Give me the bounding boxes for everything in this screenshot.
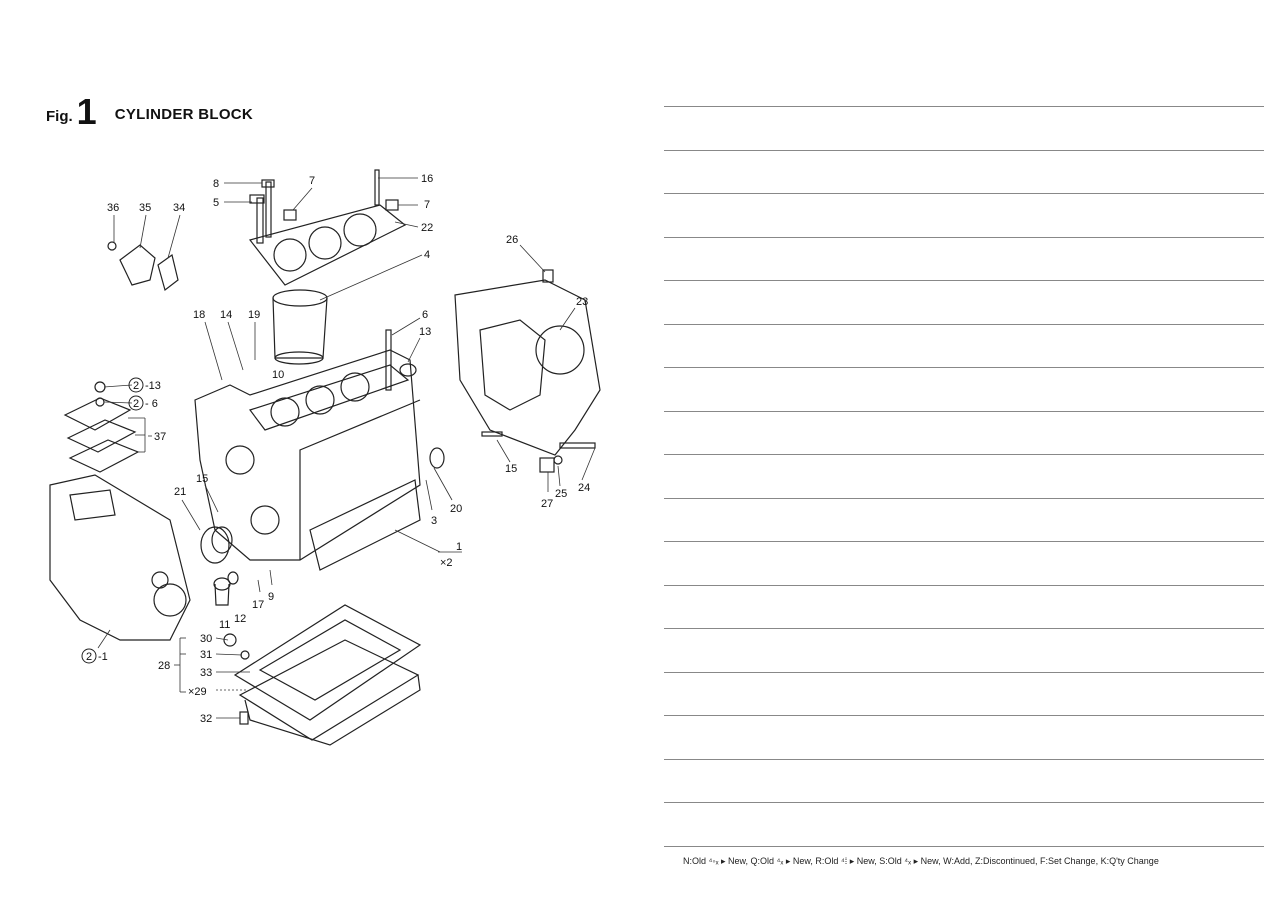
callout-x2: ×2 — [440, 557, 453, 569]
ref-2-6: - 6 — [145, 398, 158, 410]
note-line — [664, 845, 1264, 847]
callout-1: 1 — [456, 541, 462, 553]
callout-27: 27 — [541, 498, 553, 510]
callout-19: 19 — [248, 309, 260, 321]
notes-lines — [664, 106, 1264, 889]
callout-15b: 15 — [505, 463, 517, 475]
note-line — [664, 715, 1264, 716]
callout-5: 5 — [213, 197, 219, 209]
gear-case — [49, 474, 191, 641]
callout-8: 8 — [213, 178, 219, 190]
callout-33: 33 — [200, 667, 212, 679]
note-line — [664, 367, 1264, 368]
callout-9: 9 — [268, 591, 274, 603]
note-line — [664, 758, 1264, 760]
note-line — [664, 149, 1264, 151]
callout-7: 7 — [309, 175, 315, 187]
callout-17: 17 — [252, 599, 264, 611]
callout-15: 15 — [196, 473, 208, 485]
fig-label: Fig. — [46, 108, 73, 125]
note-line — [664, 106, 1264, 107]
note-line — [664, 671, 1264, 673]
figure-title: Fig. 1 CYLINDER BLOCK — [46, 91, 254, 132]
callout-24: 24 — [578, 482, 590, 494]
end-plate — [454, 279, 601, 456]
callout-7b: 7 — [424, 199, 430, 211]
note-line — [664, 454, 1264, 455]
cylinder-block — [194, 349, 421, 561]
ref-2-1: -1 — [98, 651, 108, 663]
callout-28: 28 — [158, 660, 170, 672]
callout-20: 20 — [450, 503, 462, 515]
note-line — [664, 584, 1264, 586]
callout-14: 14 — [220, 309, 232, 321]
callout-22: 22 — [421, 222, 433, 234]
page-title: CYLINDER BLOCK — [114, 106, 254, 123]
callout-35: 35 — [139, 202, 151, 214]
callout-36: 36 — [107, 202, 119, 214]
circle-2-label: 2 — [86, 651, 92, 663]
note-line — [664, 802, 1264, 803]
note-line — [664, 236, 1264, 238]
change-code-legend: N:Old ⁴◦ₓ ▸ New, Q:Old ⁴ₓ ▸ New, R:Old ⁴… — [683, 856, 1159, 866]
callout-16: 16 — [421, 173, 433, 185]
note-line — [664, 410, 1264, 412]
circle-2-label: 2 — [133, 380, 139, 392]
callout-30: 30 — [200, 633, 212, 645]
callout-25: 25 — [555, 488, 567, 500]
callout-34: 34 — [173, 202, 185, 214]
fig-number: 1 — [76, 91, 97, 132]
callout-23: 23 — [576, 296, 588, 308]
callout-13: 13 — [419, 326, 431, 338]
callout-12: 12 — [234, 613, 246, 625]
callout-6: 6 — [422, 309, 428, 321]
callout-18: 18 — [193, 309, 205, 321]
callout-26: 26 — [506, 234, 518, 246]
note-line — [664, 193, 1264, 194]
oil-pan — [233, 604, 422, 721]
callout-29: ×29 — [188, 686, 207, 698]
callout-31: 31 — [200, 649, 212, 661]
callout-37: 37 — [154, 431, 166, 443]
circle-2-label: 2 — [133, 398, 139, 410]
callout-11: 11 — [219, 619, 230, 631]
note-line — [664, 323, 1264, 325]
note-line — [664, 628, 1264, 629]
callout-4: 4 — [424, 249, 430, 261]
callout-32: 32 — [200, 713, 212, 725]
head-gasket — [248, 204, 407, 286]
exploded-parts-diagram: 1 ×2 3 4 5 6 7 7 8 9 10 11 12 13 14 15 1… — [49, 169, 601, 746]
callout-3: 3 — [431, 515, 437, 527]
callout-10: 10 — [272, 369, 284, 381]
note-line — [664, 497, 1264, 499]
note-line — [664, 541, 1264, 542]
ref-2-13: -13 — [145, 380, 161, 392]
note-line — [664, 280, 1264, 281]
callout-21: 21 — [174, 486, 186, 498]
